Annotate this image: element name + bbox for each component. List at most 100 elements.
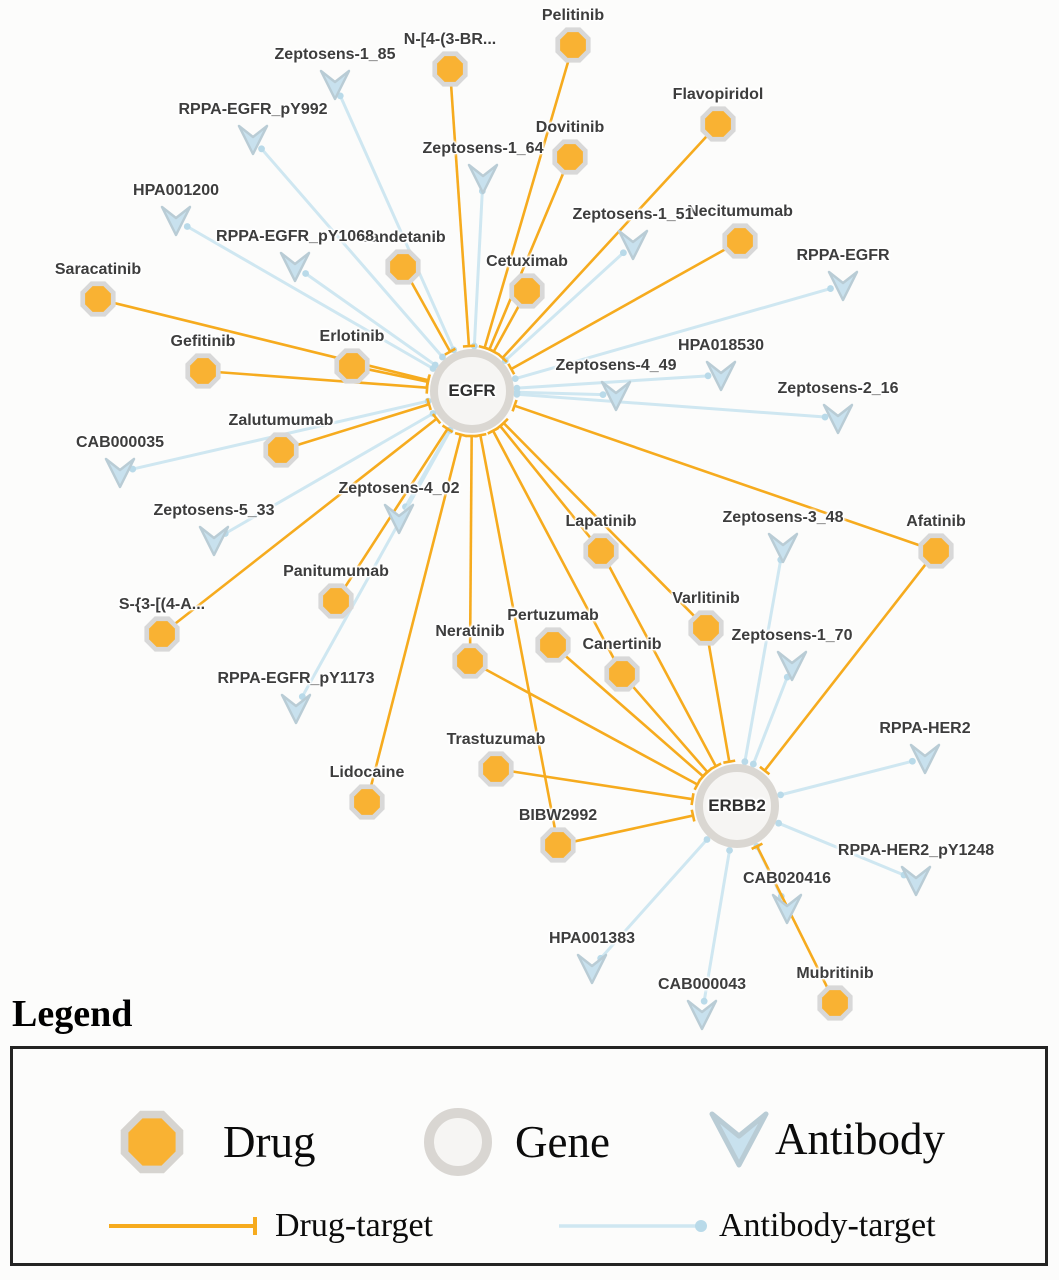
antibody-node-rppa992 xyxy=(235,120,271,158)
edge-erbb2-rppaher2 xyxy=(780,759,913,797)
edge-lidocaine-egfr xyxy=(369,434,463,788)
node-label-zep185: Zeptosens-1_85 xyxy=(274,46,396,63)
node-label-rppa992: RPPA-EGFR_pY992 xyxy=(178,101,328,118)
antibody-node-rppa1248 xyxy=(898,861,934,899)
edge-trastuzumab-erbb2 xyxy=(510,769,693,801)
edge-egfr-zep216 xyxy=(516,392,826,419)
edge-pelitinib-egfr xyxy=(483,59,571,349)
legend-title: Legend xyxy=(12,993,133,1035)
node-label-zalutumumab: Zalutumumab xyxy=(228,412,334,429)
antibody-target-edge-sample xyxy=(555,1213,715,1239)
drug-node-afatinib xyxy=(916,531,956,571)
edge-varlitinib-egfr-tack xyxy=(498,417,509,429)
edge-erbb2-zep170-dot-start xyxy=(749,760,757,768)
edge-erbb2-zep170 xyxy=(751,676,789,765)
edge-lapatinib-egfr xyxy=(499,425,593,541)
edge-erbb2-rppa1248 xyxy=(778,821,905,877)
gene-node-egfr xyxy=(426,345,518,437)
edge-egfr-zep164 xyxy=(472,190,484,347)
drug-node-vandetanib xyxy=(383,247,423,287)
node-label-rppa1248: RPPA-HER2_pY1248 xyxy=(837,842,995,859)
antibody-node-hpa001383 xyxy=(574,949,610,987)
antibody-node-cab000043 xyxy=(684,995,720,1033)
node-label-zep151: Zeptosens-1_51 xyxy=(572,206,694,223)
edge-bibw2992-erbb2-tack xyxy=(690,809,696,822)
antibody-node-zep185 xyxy=(317,65,353,103)
edge-erbb2-cab000043 xyxy=(702,850,732,1002)
node-label-pertuzumab: Pertuzumab xyxy=(507,607,599,624)
antibody-node-hpa001200 xyxy=(158,201,194,239)
antibody-node-rppa1068 xyxy=(277,247,313,285)
drug-node-zalutumumab xyxy=(261,430,301,470)
drug-legend-label: Drug xyxy=(223,1117,316,1167)
edge-zalutumumab-egfr xyxy=(294,403,430,447)
drug-node-neratinib xyxy=(450,641,490,681)
edge-neratinib-erbb2 xyxy=(482,667,699,786)
edge-egfr-rppaegfr-dot-end xyxy=(827,285,834,292)
node-label-rppaegfr: RPPA-EGFR xyxy=(796,247,890,264)
node-label-gefitinib: Gefitinib xyxy=(170,333,236,350)
node-label-s3: S-{3-[(4-A... xyxy=(118,596,206,613)
node-label-saracatinib: Saracatinib xyxy=(54,261,142,278)
edge-egfr-rppa1173 xyxy=(300,429,452,698)
antibody-node-zep402 xyxy=(381,499,417,537)
node-label-lapatinib: Lapatinib xyxy=(565,513,637,530)
edge-egfr-rppa1068-dot-end xyxy=(302,270,310,277)
edge-egfr-rppaegfr-dot-start xyxy=(511,375,519,383)
edge-pertuzumab-erbb2-tack xyxy=(698,770,709,782)
drug-node-canertinib xyxy=(602,654,642,694)
node-label-vandetanib: Vandetanib xyxy=(360,229,446,246)
edge-erbb2-hpa001383-dot-start xyxy=(703,836,711,843)
edge-canertinib-erbb2 xyxy=(630,684,709,773)
node-label-cab020416: CAB020416 xyxy=(742,870,832,887)
edge-s3-egfr xyxy=(173,417,438,626)
edge-egfr-zep185 xyxy=(338,95,456,351)
node-label-zep533: Zeptosens-5_33 xyxy=(153,502,275,519)
edge-panitumumab-egfr-tack xyxy=(441,424,454,434)
edge-egfr-zep216-dot-start xyxy=(513,390,521,398)
edge-erbb2-zep348-dot-start xyxy=(741,758,749,766)
antibody-node-zep216 xyxy=(820,399,856,437)
edge-zalutumumab-egfr-tack xyxy=(425,398,433,411)
edge-erbb2-rppaher2-dot-start xyxy=(777,791,785,799)
drug-node-panitumumab xyxy=(316,581,356,621)
antibody-node-hpa018530 xyxy=(703,356,739,394)
edge-trastuzumab-erbb2-tack xyxy=(690,793,695,806)
edge-s3-egfr-tack xyxy=(431,413,442,425)
edge-egfr-rppaegfr xyxy=(514,287,831,381)
antibody-node-zep170 xyxy=(774,646,810,684)
edge-egfr-hpa001200 xyxy=(186,225,434,370)
edge-neratinib-egfr xyxy=(468,435,473,647)
drug-node-saracatinib xyxy=(78,279,118,319)
drug-node-nbr xyxy=(430,49,470,89)
edge-egfr-hpa018530 xyxy=(516,374,709,390)
node-label-varlitinib: Varlitinib xyxy=(672,590,740,607)
edge-afatinib-erbb2 xyxy=(763,562,928,772)
drug-node-pertuzumab xyxy=(533,625,573,665)
drug-node-varlitinib xyxy=(686,608,726,648)
edge-necitumumab-egfr-tack xyxy=(507,363,516,375)
edge-egfr-zep449-dot-end xyxy=(599,391,607,399)
node-label-nbr: N-[4-(3-BR... xyxy=(403,31,497,48)
edge-erbb2-rppa1248-dot-start xyxy=(775,819,782,827)
edge-flavopiridol-egfr-tack xyxy=(497,352,508,363)
node-label-lidocaine: Lidocaine xyxy=(329,764,405,781)
edge-egfr-zep449 xyxy=(516,390,604,397)
edge-cetuximab-egfr xyxy=(492,303,521,353)
node-label-bibw2992: BIBW2992 xyxy=(518,807,598,824)
drug-target-edge-sample xyxy=(105,1213,269,1239)
edge-vandetanib-egfr xyxy=(409,279,452,353)
drug-node-lapatinib xyxy=(581,531,621,571)
node-label-egfr: EGFR xyxy=(448,381,496,400)
antibody-target-legend-label: Antibody-target xyxy=(719,1207,936,1244)
antibody-node-zep348 xyxy=(765,528,801,566)
edge-erbb2-zep348 xyxy=(743,559,783,762)
node-label-canertinib: Canertinib xyxy=(582,636,662,653)
antibody-node-zep449 xyxy=(598,376,634,414)
edge-egfr-rppa992-dot-start xyxy=(439,353,446,361)
edge-erbb2-hpa001383 xyxy=(599,838,709,960)
drug-node-mubritinib xyxy=(815,983,855,1023)
edge-afatinib-erbb2-tack xyxy=(759,765,771,776)
node-label-neratinib: Neratinib xyxy=(435,623,505,640)
